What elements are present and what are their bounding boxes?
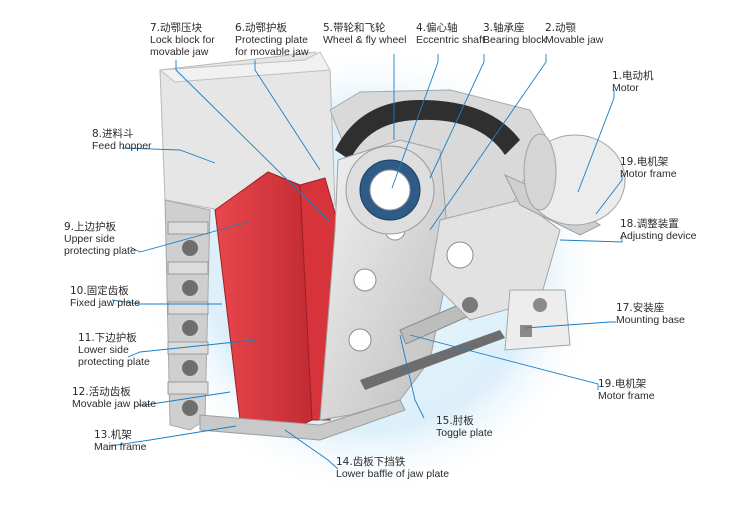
label-motor-frame-bottom: 19.电机架 Motor frame bbox=[598, 378, 655, 402]
label-feed-hopper: 8.进料斗 Feed hopper bbox=[92, 128, 152, 152]
label-lower-baffle: 14.齿板下挡铁 Lower baffle of jaw plate bbox=[336, 456, 450, 480]
frame-holes bbox=[182, 240, 198, 416]
label-movable-jaw: 2.动颚 Movable jaw bbox=[545, 22, 604, 46]
label-eccentric-shaft: 4.偏心轴 Eccentric shaft bbox=[416, 22, 485, 46]
label-protecting-plate-movable-jaw: 6.动鄂护板 Protecting plate for movable jaw bbox=[235, 22, 309, 58]
leader-lines bbox=[109, 54, 623, 470]
label-movable-jaw-plate: 12.活动齿板 Movable jaw plate bbox=[72, 386, 157, 410]
label-main-frame: 13.机架 Main frame bbox=[94, 429, 147, 453]
label-motor-frame-top: 19.电机架 Motor frame bbox=[620, 156, 677, 180]
tie-rod bbox=[360, 330, 505, 390]
label-motor: 1.电动机 Motor bbox=[612, 70, 654, 94]
hopper-top bbox=[158, 51, 331, 83]
label-lower-side-protecting-plate: 11.下边护板 Lower side protecting plate bbox=[78, 332, 150, 368]
label-bearing-block: 3.轴承座 Bearing block bbox=[483, 22, 547, 46]
belt bbox=[335, 100, 520, 160]
label-toggle-plate: 15.肘板 Toggle plate bbox=[436, 415, 493, 439]
label-wheel-fly-wheel: 5.带轮和飞轮 Wheel & fly wheel bbox=[323, 22, 407, 46]
frame-bottom bbox=[199, 399, 406, 441]
label-adjusting-device: 18.调整装置 Adjusting device bbox=[620, 218, 697, 242]
label-upper-side-protecting-plate: 9.上边护板 Upper side protecting plate bbox=[64, 221, 136, 257]
frame-ribs bbox=[167, 221, 209, 395]
label-lock-block: 7.动鄂压块 Lock block for movable jaw bbox=[150, 22, 215, 58]
label-fixed-jaw-plate: 10.固定齿板 Fixed jaw plate bbox=[70, 285, 141, 309]
label-mounting-base: 17.安装座 Mounting base bbox=[616, 302, 685, 326]
